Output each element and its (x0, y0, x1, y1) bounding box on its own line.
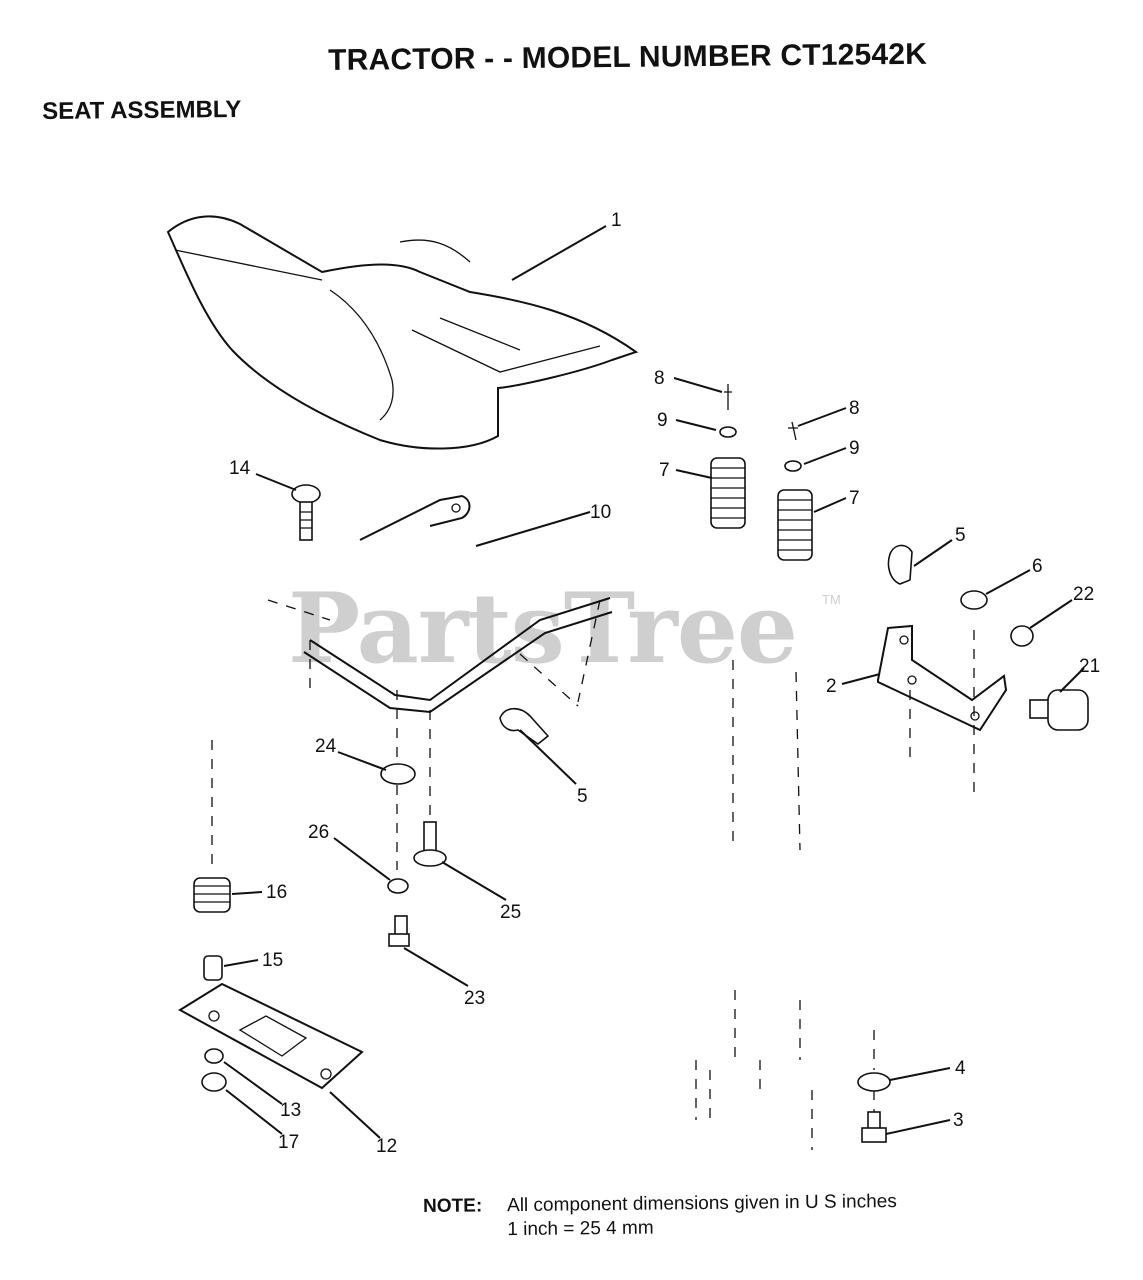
callout-26: 26 (308, 822, 329, 843)
callout-3: 3 (953, 1110, 964, 1131)
callout-24: 24 (315, 736, 337, 757)
callout-2: 2 (826, 676, 837, 697)
callout-22: 22 (1073, 584, 1094, 605)
callout-25: 25 (500, 902, 521, 923)
callout-15: 15 (262, 950, 283, 971)
mounting-plate-part (178, 982, 364, 1090)
hex-bolt-part (861, 1111, 887, 1143)
cap-nut-part (960, 590, 988, 610)
nut-part-13 (204, 1048, 224, 1064)
callout-8b: 8 (849, 398, 860, 419)
retainer-part (387, 878, 409, 894)
callout-5-upper: 5 (955, 525, 966, 546)
spring-stack-left (710, 384, 746, 529)
watermark: PartsTree (288, 572, 798, 685)
callout-5-lower: 5 (577, 786, 588, 807)
adjustment-knob-part (1029, 689, 1089, 731)
pivot-bracket-part (359, 494, 471, 541)
alignment-lines (211, 630, 975, 1150)
callout-13: 13 (280, 1100, 301, 1121)
washer-part-24 (380, 763, 416, 785)
flange-nut-part (201, 1072, 227, 1092)
seat-frame-part (267, 597, 613, 714)
callout-4: 4 (955, 1058, 966, 1079)
callout-12: 12 (376, 1136, 397, 1157)
washer-part-4 (857, 1072, 891, 1092)
callout-21: 21 (1079, 656, 1100, 677)
mounting-bracket-part (877, 624, 1008, 732)
callout-17: 17 (278, 1132, 299, 1153)
spring-stack-right (777, 421, 813, 561)
callout-9a: 9 (657, 410, 668, 431)
clip-part-upper (887, 544, 913, 585)
callout-7b: 7 (849, 488, 860, 509)
callout-16: 16 (266, 882, 287, 903)
callout-8a: 8 (654, 368, 665, 389)
callout-1: 1 (611, 210, 622, 231)
callout-10: 10 (590, 502, 611, 523)
clip-part-lower (499, 707, 550, 745)
screw-part (388, 915, 410, 947)
callout-6: 6 (1032, 556, 1043, 577)
dimension-note: NOTE: All component dimensions given in U… (423, 1191, 897, 1242)
shoulder-bolt-part (413, 821, 447, 867)
callout-leaders (223, 225, 1085, 1139)
spring-part-16 (193, 877, 231, 913)
callout-14: 14 (229, 458, 251, 479)
seat-drawing (166, 215, 639, 450)
callout-23: 23 (464, 988, 485, 1009)
callout-9b: 9 (849, 438, 860, 459)
note-label: NOTE: (423, 1195, 483, 1217)
note-line-1: All component dimensions given in U S in… (506, 1191, 897, 1217)
hex-nut-part (1010, 625, 1034, 647)
carriage-bolt-part (291, 484, 321, 541)
watermark-tm: TM (822, 592, 841, 607)
callout-7a: 7 (659, 460, 670, 481)
bushing-part (203, 955, 223, 981)
